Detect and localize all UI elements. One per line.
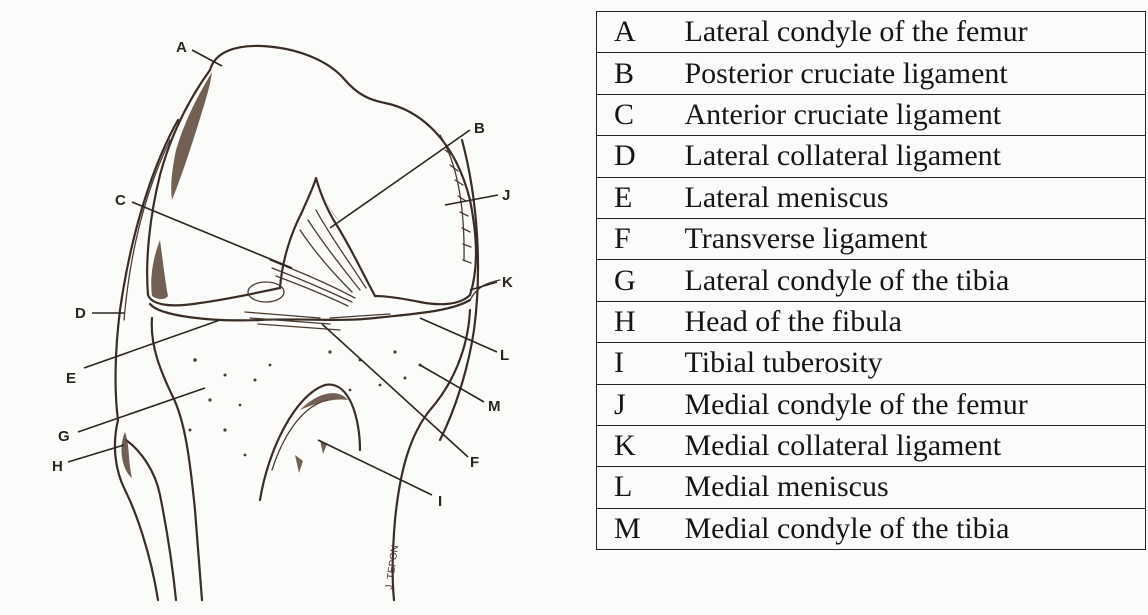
legend-letter: G: [597, 260, 667, 301]
diagram-label-e: E: [66, 370, 76, 387]
legend-letter: J: [597, 384, 667, 425]
legend-name: Medial collateral ligament: [667, 425, 1146, 466]
legend-letter: F: [597, 218, 667, 259]
legend-letter: B: [597, 53, 667, 94]
legend-letter: E: [597, 177, 667, 218]
menisci: [150, 300, 470, 330]
diagram-label-l: L: [500, 347, 509, 364]
tibia-fibula: J. TEPON: [115, 310, 470, 600]
artist-signature: J. TEPON: [384, 544, 401, 590]
legend-name: Medial condyle of the tibia: [667, 508, 1146, 549]
legend-name: Anterior cruciate ligament: [667, 94, 1146, 135]
femur: [147, 46, 476, 305]
diagram-label-b: B: [474, 120, 485, 137]
legend-letter: D: [597, 136, 667, 177]
diagram-label-m: M: [488, 398, 501, 415]
diagram-label-j: J: [502, 187, 510, 204]
diagram-label-f: F: [470, 454, 479, 471]
diagram-label-i: I: [438, 493, 442, 510]
legend-letter: M: [597, 508, 667, 549]
diagram-label-h: H: [52, 458, 63, 475]
diagram-label-g: G: [58, 428, 70, 445]
knee-joint-diagram: J. TEPON A B C D E F G H I J K L M: [0, 0, 590, 615]
legend-letter: K: [597, 425, 667, 466]
legend-name: Head of the fibula: [667, 301, 1146, 342]
diagram-label-a: A: [176, 39, 187, 56]
legend-name: Lateral condyle of the femur: [667, 12, 1146, 53]
legend-name: Lateral condyle of the tibia: [667, 260, 1146, 301]
legend-name: Tibial tuberosity: [667, 343, 1146, 384]
legend-name: Lateral collateral ligament: [667, 136, 1146, 177]
legend-letter: A: [597, 12, 667, 53]
diagram-label-c: C: [115, 192, 126, 209]
diagram-label-d: D: [75, 305, 86, 322]
legend-name: Lateral meniscus: [667, 177, 1146, 218]
legend-letter: I: [597, 343, 667, 384]
legend-letter: L: [597, 467, 667, 508]
legend-name: Medial condyle of the femur: [667, 384, 1146, 425]
legend-letter: C: [597, 94, 667, 135]
legend-name: Medial meniscus: [667, 467, 1146, 508]
legend-name: Posterior cruciate ligament: [667, 53, 1146, 94]
legend-letter: H: [597, 301, 667, 342]
diagram-label-k: K: [502, 274, 513, 291]
legend-name: Transverse ligament: [667, 218, 1146, 259]
